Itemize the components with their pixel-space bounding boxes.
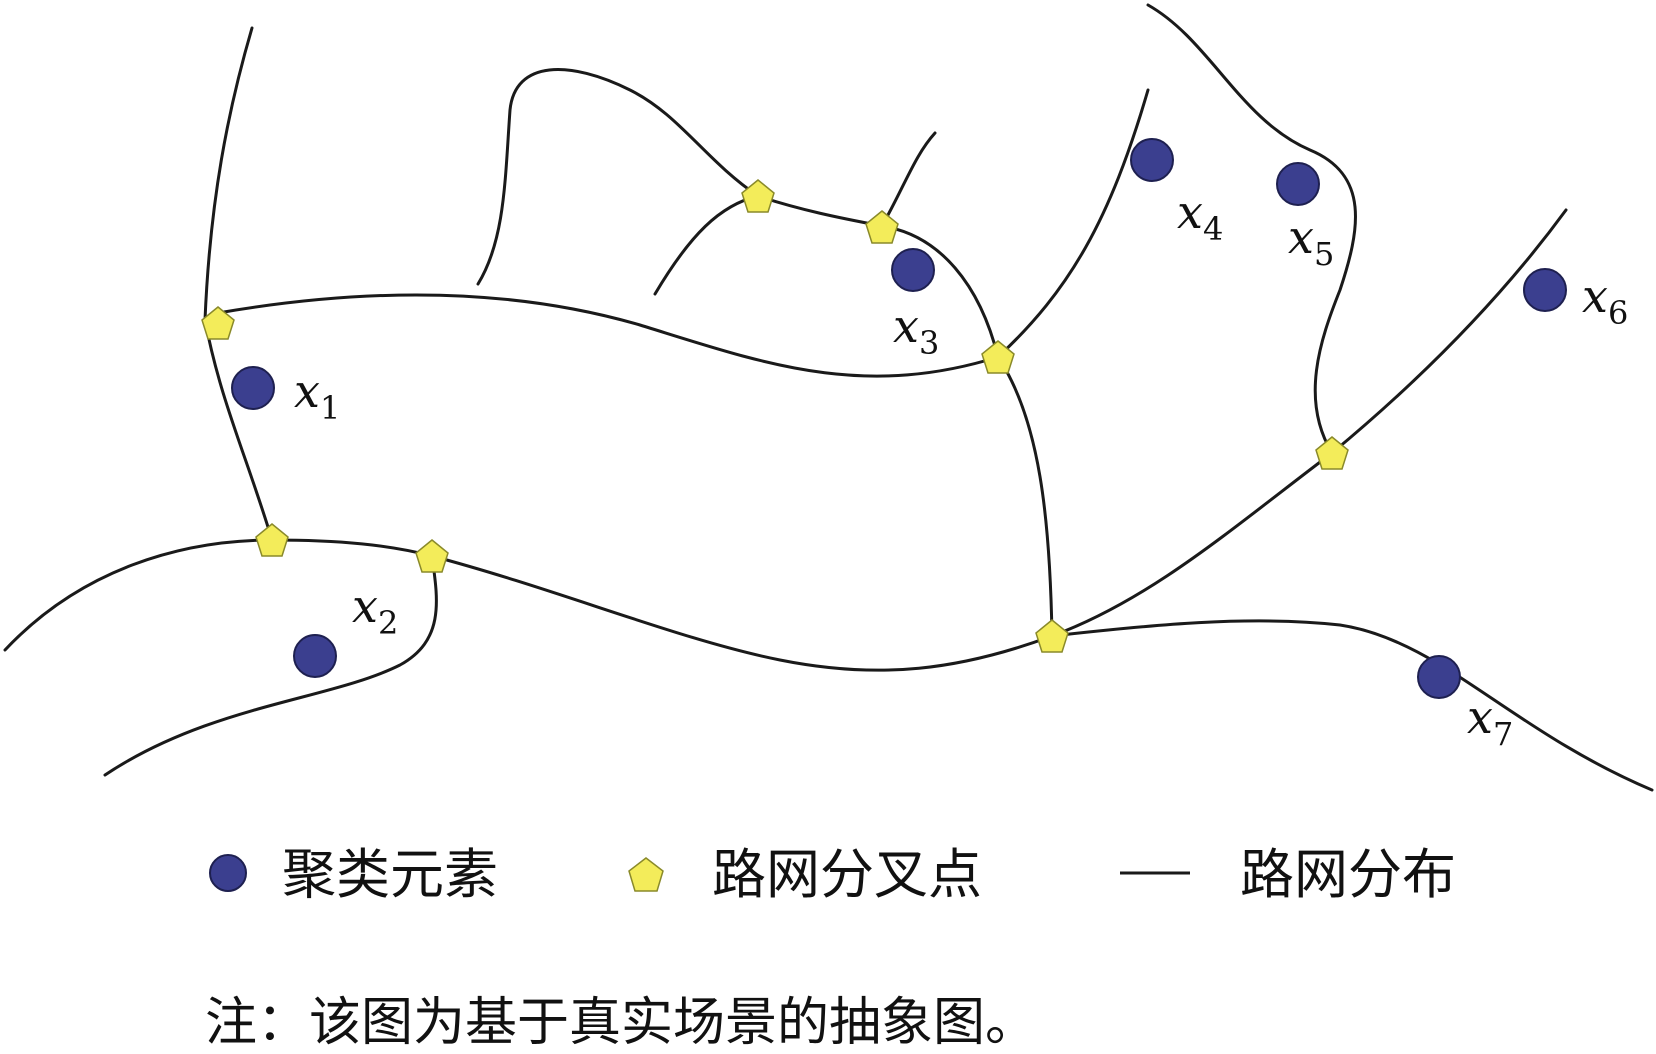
junctions [201,179,1349,653]
legend-label-junction: 路网分叉点 [712,843,982,906]
cluster-element-dot-icon [293,634,337,678]
cluster-element-dot-icon [1130,138,1174,182]
legend: 聚类元素 路网分叉点 路网分布 [209,843,1456,906]
cluster-element-x3: x3 [891,248,939,362]
element-label: x2 [352,579,398,642]
junction-pentagon-icon [741,179,775,213]
road-top-spur [880,131,937,228]
element-label: x3 [893,299,939,362]
element-label: x5 [1288,210,1334,273]
element-label: x1 [294,364,340,427]
junction-pentagon-icon [1315,436,1349,470]
legend-element-dot-icon [209,854,247,892]
junction-pentagon-icon [1035,619,1069,653]
junction-pentagon-icon [255,523,289,557]
road-bottom-left-loop [103,554,438,777]
junction-pentagon-icon [201,306,235,340]
cluster-elements: x1 x2 x3 x4 x5 x6 x7 [231,138,1628,753]
road-top-hill [476,68,760,286]
cluster-element-x7: x7 [1417,655,1513,753]
road-right-loop [1146,3,1357,455]
cluster-element-dot-icon [891,248,935,292]
legend-label-cluster-element: 聚类元素 [282,843,498,906]
cluster-element-dot-icon [1523,268,1567,312]
element-label: x7 [1467,690,1513,753]
cluster-element-x2: x2 [293,579,398,678]
road-bottom-main [3,538,1054,672]
legend-junction-pentagon-icon [628,857,664,892]
road-bottom-right [1050,619,1654,792]
cluster-element-dot-icon [1276,162,1320,206]
element-label: x6 [1582,269,1628,332]
figure-note: 注：该图为基于真实场景的抽象图。 [205,993,1037,1053]
cluster-element-dot-icon [1417,655,1461,699]
junction-pentagon-icon [981,340,1015,374]
road-diagonal-up [996,88,1150,359]
cluster-element-dot-icon [231,366,275,410]
cluster-element-x4: x4 [1130,138,1223,248]
road-diagonal-right [1050,208,1568,638]
cluster-element-x1: x1 [231,364,340,427]
legend-label-road: 路网分布 [1240,843,1456,906]
cluster-element-x6: x6 [1523,268,1628,332]
junction-pentagon-icon [865,210,899,244]
road-left-cross [216,293,1000,378]
junction-pentagon-icon [415,539,449,573]
cluster-element-x5: x5 [1276,162,1334,273]
road-left-vertical [203,26,274,542]
element-label: x4 [1177,185,1223,248]
